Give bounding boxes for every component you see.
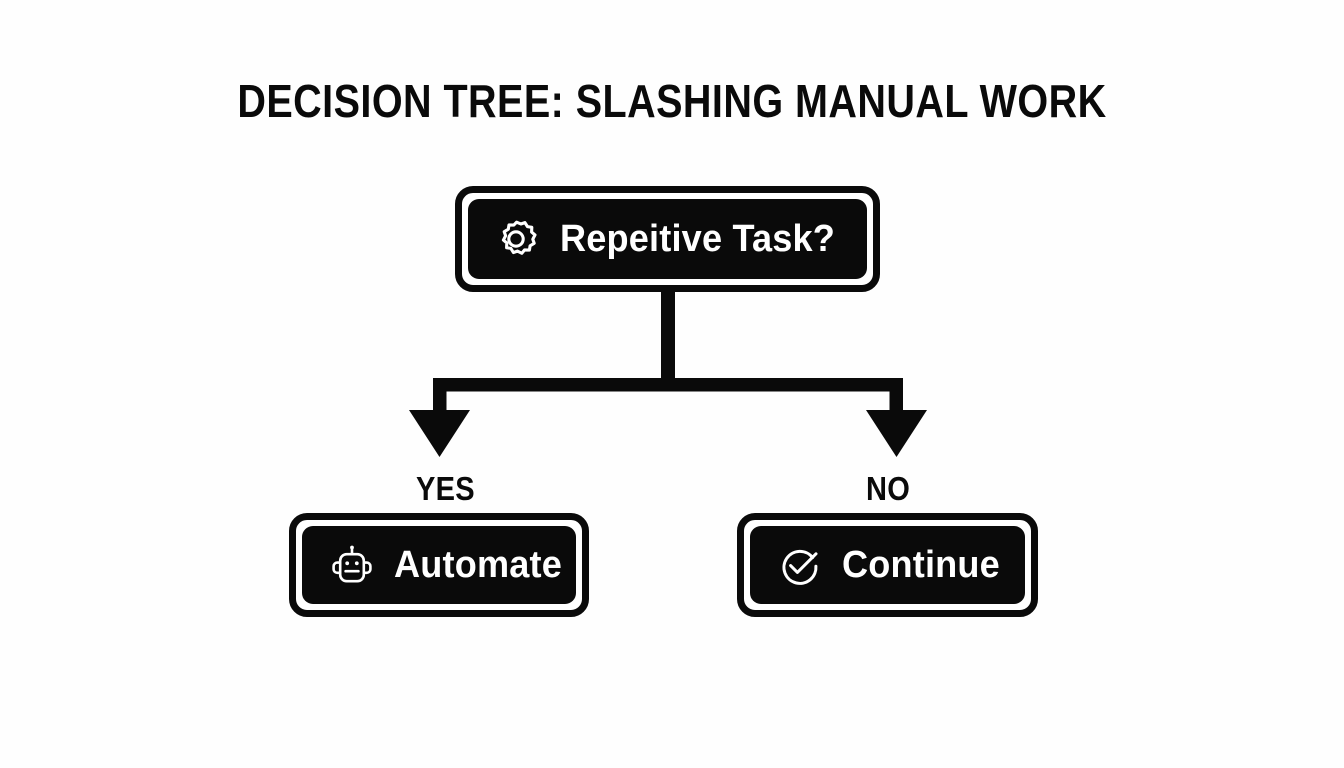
arrow-head-no — [866, 410, 927, 457]
node-continue-label: Continue — [842, 544, 1000, 586]
connector-leg-right — [889, 378, 903, 412]
robot-icon — [332, 545, 372, 583]
branch-label-yes: YES — [416, 470, 475, 507]
check-circle-icon — [782, 549, 818, 585]
connector-stem — [661, 292, 675, 384]
page-title: DECISION TREE: SLASHING MANUAL WORK — [237, 75, 1107, 127]
gear-icon — [501, 220, 537, 255]
branch-label-no: NO — [866, 470, 911, 507]
node-automate-label: Automate — [394, 544, 563, 586]
node-repetitive-task-body: Repeitive Task? — [468, 199, 867, 279]
node-continue-body: Continue — [750, 526, 1025, 604]
connector-leg-left — [433, 378, 447, 412]
node-repetitive-task-label: Repeitive Task? — [560, 218, 836, 260]
node-repetitive-task[interactable]: Repeitive Task? — [455, 186, 880, 292]
arrow-head-yes — [409, 410, 470, 457]
node-automate[interactable]: Automate — [289, 513, 589, 617]
connector-bar — [433, 378, 903, 392]
node-automate-body: Automate — [302, 526, 576, 604]
node-continue[interactable]: Continue — [737, 513, 1038, 617]
